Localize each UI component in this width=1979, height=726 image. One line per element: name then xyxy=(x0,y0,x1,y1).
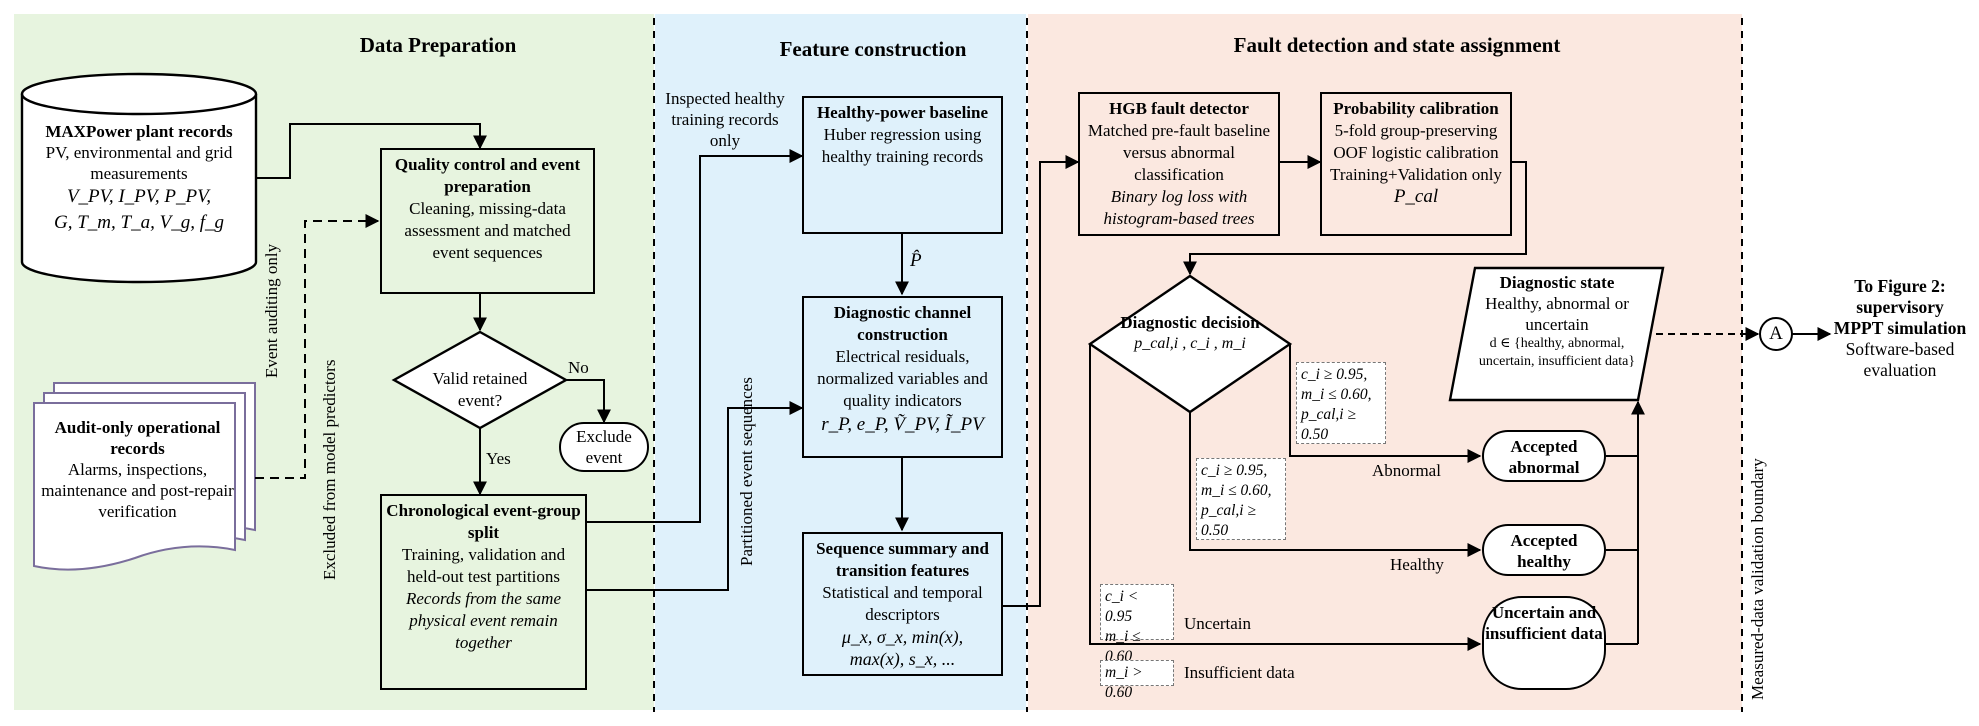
accepted-abnormal-terminal: Accepted abnormal xyxy=(1482,430,1606,482)
sequence-summary-box: Sequence summary and transition features… xyxy=(802,532,1003,676)
uncertain-insufficient-terminal: Uncertain and insufficient data xyxy=(1482,596,1606,690)
exclude-label: Exclude event xyxy=(576,427,632,467)
split-note: Records from the same physical event rem… xyxy=(405,589,562,652)
healthy-power-baseline-box: Healthy-power baseline Huber regression … xyxy=(802,96,1003,234)
healthy-branch-label: Healthy xyxy=(1390,555,1444,574)
data-preparation-title: Data Preparation xyxy=(359,33,517,57)
maxpower-text: MAXPower plant records PV, environmental… xyxy=(30,121,248,236)
ins-cond-1: m_i > 0.60 xyxy=(1105,664,1143,701)
excluded-predictors-label: Excluded from model predictors xyxy=(320,359,339,580)
abnormal-branch-label: Abnormal xyxy=(1372,461,1441,480)
event-auditing-label: Event auditing only xyxy=(262,243,281,378)
figure2-title: To Figure 2: supervisory MPPT simulation xyxy=(1833,276,1967,338)
valid-yes-label: Yes xyxy=(486,449,511,468)
maxpower-cylinder xyxy=(20,72,258,284)
chronological-split-box: Chronological event-group split Training… xyxy=(380,494,587,690)
hgb-fault-detector-box: HGB fault detector Matched pre-fault bas… xyxy=(1078,92,1280,236)
quality-desc: Cleaning, missing-data assessment and ma… xyxy=(404,199,571,262)
quality-control-box: Quality control and event preparation Cl… xyxy=(380,148,595,294)
accepted-healthy-label: Accepted healthy xyxy=(1510,531,1578,571)
decision-vars: p_cal,i , c_i , m_i xyxy=(1134,335,1246,352)
channel-vars: r_P, e_P, Ṽ_PV, Ĩ_PV xyxy=(821,414,984,435)
hea-cond-1: c_i ≥ 0.95, xyxy=(1201,462,1268,479)
valid-no-label: No xyxy=(568,358,589,377)
quality-title: Quality control and event preparation xyxy=(394,155,581,196)
abn-cond-3: p_cal,i ≥ 0.50 xyxy=(1301,406,1356,443)
uncertain-condition-box: c_i < 0.95 m_i ≤ 0.60 xyxy=(1100,584,1174,665)
abnormal-condition-box: c_i ≥ 0.95, m_i ≤ 0.60, p_cal,i ≥ 0.50 xyxy=(1296,362,1386,444)
probability-calibration-box: Probability calibration 5-fold group-pre… xyxy=(1320,92,1512,236)
accepted-healthy-terminal: Accepted healthy xyxy=(1482,524,1606,576)
split-desc: Training, validation and held-out test p… xyxy=(401,545,566,586)
partitioned-sequences-label: Partitioned event sequences xyxy=(737,377,756,566)
feature-construction-title: Feature construction xyxy=(779,37,967,61)
decision-text: Diagnostic decision p_cal,i , c_i , m_i xyxy=(1110,312,1270,354)
inspected-healthy-label: Inspected healthy training records only xyxy=(665,89,785,150)
fault-detection-title: Fault detection and state assignment xyxy=(1233,33,1561,57)
state-desc: Healthy, abnormal or uncertain xyxy=(1485,294,1629,334)
channel-desc: Electrical residuals, normalized variabl… xyxy=(817,347,988,410)
decision-title: Diagnostic decision xyxy=(1120,313,1260,332)
insufficient-condition-box: m_i > 0.60 xyxy=(1100,660,1174,701)
maxpower-vars-1: V_PV, I_PV, P_PV, xyxy=(66,186,212,207)
channel-title: Diagnostic channel construction xyxy=(833,303,972,344)
valid-question: Valid retained event? xyxy=(432,369,528,410)
baseline-desc: Huber regression using healthy training … xyxy=(821,125,984,166)
diagnostic-state-text: Diagnostic state Healthy, abnormal or un… xyxy=(1468,272,1646,371)
figure2-desc: Software-based evaluation xyxy=(1845,339,1955,380)
audit-desc: Alarms, inspections, maintenance and pos… xyxy=(41,460,234,521)
calib-title: Probability calibration xyxy=(1333,99,1499,118)
hea-cond-2: m_i ≤ 0.60, xyxy=(1201,482,1272,499)
validation-boundary-label: Measured-data validation boundary xyxy=(1748,458,1767,700)
p-hat-label: P̂ xyxy=(910,250,922,271)
figure2-text: To Figure 2: supervisory MPPT simulation… xyxy=(1830,276,1970,381)
hgb-note: Binary log loss with histogram-based tre… xyxy=(1103,187,1255,228)
audit-title: Audit-only operational records xyxy=(54,418,221,458)
maxpower-title: MAXPower plant records xyxy=(45,122,233,141)
maxpower-vars-2: G, T_m, T_a, V_g, f_g xyxy=(54,212,224,233)
sequence-title: Sequence summary and transition features xyxy=(816,539,989,580)
calib-pcal: P_cal xyxy=(1393,186,1439,207)
sequence-vars-1: μ_x, σ_x, min(x), xyxy=(841,627,964,647)
maxpower-desc: PV, environmental and grid measurements xyxy=(45,143,233,183)
diagnostic-state-parallelogram xyxy=(1448,266,1665,402)
split-title: Chronological event-group split xyxy=(386,501,581,542)
state-set: d ∈ {healthy, abnormal, uncertain, insuf… xyxy=(1478,336,1636,369)
state-title: Diagnostic state xyxy=(1499,273,1615,292)
abn-cond-2: m_i ≤ 0.60, xyxy=(1301,386,1372,403)
healthy-condition-box: c_i ≥ 0.95, m_i ≤ 0.60, p_cal,i ≥ 0.50 xyxy=(1196,458,1286,540)
sequence-desc: Statistical and temporal descriptors xyxy=(822,583,983,624)
baseline-title: Healthy-power baseline xyxy=(816,103,989,122)
uncertain-branch-label: Uncertain xyxy=(1184,614,1252,633)
diagnostic-channel-box: Diagnostic channel construction Electric… xyxy=(802,296,1003,458)
uncertain-insufficient-label: Uncertain and insufficient data xyxy=(1485,603,1603,643)
hgb-desc: Matched pre-fault baseline versus abnorm… xyxy=(1087,121,1271,184)
abn-cond-1: c_i ≥ 0.95, xyxy=(1301,366,1368,383)
accepted-abnormal-label: Accepted abnormal xyxy=(1508,437,1580,477)
hea-cond-3: p_cal,i ≥ 0.50 xyxy=(1201,502,1256,539)
connector-a-label: A xyxy=(1769,323,1783,344)
sequence-vars-2: max(x), s_x, ... xyxy=(849,649,956,669)
unc-cond-1: c_i < 0.95 xyxy=(1105,588,1139,625)
exclude-event-terminal: Exclude event xyxy=(559,422,649,472)
audit-document-stack xyxy=(33,382,256,571)
hgb-title: HGB fault detector xyxy=(1109,99,1249,118)
audit-text: Audit-only operational records Alarms, i… xyxy=(40,417,235,522)
insufficient-branch-label: Insufficient data xyxy=(1184,663,1295,682)
calib-desc: 5-fold group-preserving OOF logistic cal… xyxy=(1330,121,1502,184)
